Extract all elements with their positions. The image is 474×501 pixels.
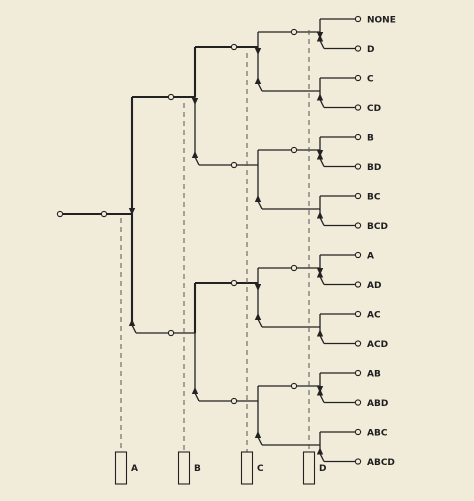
- terminal-node: [230, 397, 238, 405]
- output-label: B: [367, 134, 374, 144]
- output-terminal: [354, 104, 362, 111]
- output-terminal: [354, 192, 362, 200]
- output-label: A: [367, 252, 374, 262]
- terminal-node: [290, 146, 298, 154]
- contact-leg-lower: [319, 40, 325, 49]
- output-terminal: [354, 133, 362, 141]
- terminal-node: [290, 382, 298, 390]
- contact-arrow: [191, 98, 199, 105]
- output-terminal: [354, 74, 362, 82]
- contact-leg-lower: [131, 324, 137, 334]
- output-label: ABC: [367, 429, 388, 439]
- output-terminal: [354, 458, 362, 465]
- output-label: AC: [367, 311, 381, 321]
- contact-arrow: [316, 211, 324, 219]
- output-label: BC: [367, 193, 381, 203]
- output-terminal: [354, 340, 362, 347]
- output-label: D: [367, 45, 374, 55]
- contact-leg-lower: [194, 392, 200, 402]
- terminal-node: [167, 93, 175, 101]
- contact-arrow: [254, 77, 262, 84]
- contact-arrow: [316, 32, 324, 39]
- contact-leg-lower: [319, 99, 325, 108]
- relay-coil: [177, 451, 191, 485]
- terminal-node: [290, 264, 298, 272]
- terminal-node: [100, 210, 108, 218]
- contact-arrow: [316, 93, 324, 101]
- contact-arrow: [254, 195, 262, 202]
- output-terminal: [354, 310, 362, 318]
- coil-label: A: [131, 464, 138, 474]
- output-terminal: [354, 15, 362, 23]
- contact-leg-lower: [257, 200, 263, 210]
- contact-arrow: [191, 387, 199, 394]
- contact-arrow: [254, 284, 262, 291]
- output-terminal: [354, 222, 362, 229]
- output-terminal: [354, 369, 362, 377]
- terminal-node: [167, 329, 175, 337]
- contact-leg-lower: [319, 453, 325, 462]
- terminal-node: [290, 28, 298, 36]
- output-label: AB: [367, 370, 381, 380]
- coil-label: C: [257, 464, 264, 474]
- relay-coil: [114, 451, 128, 485]
- contact-leg-lower: [319, 217, 325, 226]
- input-terminal: [56, 210, 64, 218]
- output-label: ACD: [367, 340, 388, 350]
- output-terminal: [354, 251, 362, 259]
- relay-coil: [240, 451, 254, 485]
- contact-arrow: [316, 329, 324, 337]
- contact-leg-lower: [319, 394, 325, 403]
- terminal-node: [230, 279, 238, 287]
- contact-arrow: [316, 268, 324, 275]
- output-terminal: [354, 428, 362, 436]
- relay-coil: [302, 451, 316, 485]
- contact-leg-lower: [257, 82, 263, 92]
- coil-label: B: [194, 464, 201, 474]
- contact-leg-lower: [319, 335, 325, 344]
- output-terminal: [354, 399, 362, 406]
- output-label: BCD: [367, 222, 388, 232]
- output-terminal: [354, 281, 362, 288]
- contact-arrow: [254, 431, 262, 438]
- contact-arrow: [128, 208, 136, 215]
- contact-arrow: [316, 447, 324, 455]
- output-label: ABCD: [367, 458, 395, 468]
- contact-arrow: [254, 48, 262, 55]
- output-label: NONE: [367, 16, 396, 26]
- output-label: CD: [367, 104, 381, 114]
- contact-arrow: [128, 319, 136, 326]
- terminal-node: [230, 161, 238, 169]
- contact-arrow: [316, 386, 324, 393]
- contact-leg-lower: [194, 156, 200, 166]
- contact-leg-lower: [319, 158, 325, 167]
- contact-arrow: [316, 150, 324, 157]
- contact-arrow: [254, 313, 262, 320]
- output-terminal: [354, 163, 362, 170]
- coil-label: D: [319, 464, 326, 474]
- output-label: AD: [367, 281, 381, 291]
- contact-leg-lower: [319, 276, 325, 285]
- contact-leg-lower: [257, 436, 263, 446]
- terminal-node: [230, 43, 238, 51]
- contact-arrow: [191, 151, 199, 158]
- output-label: C: [367, 75, 374, 85]
- output-label: ABD: [367, 399, 388, 409]
- output-terminal: [354, 45, 362, 52]
- contact-leg-lower: [257, 318, 263, 328]
- output-label: BD: [367, 163, 381, 173]
